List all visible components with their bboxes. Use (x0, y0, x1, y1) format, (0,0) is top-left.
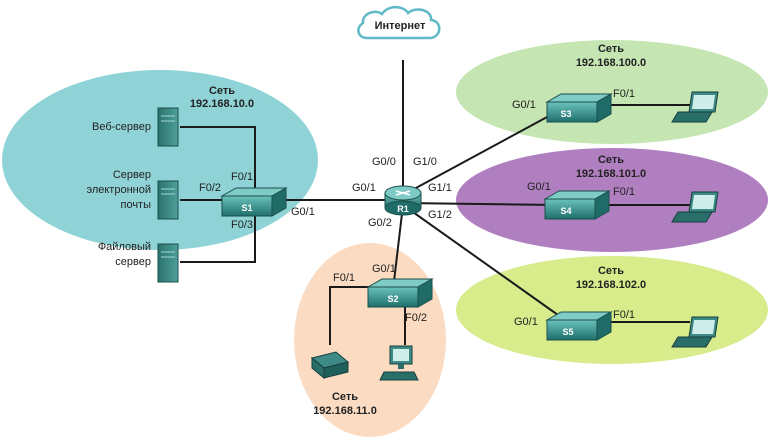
switch-s5: S5 (545, 311, 613, 341)
network-11-address: 192.168.11.0 (313, 405, 377, 417)
switch-s3: S3 (545, 93, 613, 123)
server-icon (157, 243, 179, 283)
link-s1-web-server (180, 126, 256, 192)
port-s1-g01: G0/1 (291, 206, 315, 218)
network-101-address: 192.168.101.0 (576, 168, 646, 180)
file-server-label-1: Файловый (98, 241, 151, 253)
network-102-address: 192.168.102.0 (576, 279, 646, 291)
switch-s1-label: S1 (241, 203, 252, 213)
link-r1-s2 (392, 204, 404, 291)
port-r1-g00: G0/0 (372, 156, 396, 168)
port-r1-g11: G1/1 (428, 182, 452, 194)
port-s4-f01: F0/1 (613, 186, 635, 198)
port-r1-g01: G0/1 (352, 182, 376, 194)
switch-s4: S4 (543, 190, 611, 220)
switch-s1: S1 (220, 187, 288, 217)
mail-server-label-2: электронной (86, 184, 151, 196)
laptop-s3 (671, 91, 719, 123)
port-s2-g01: G0/1 (372, 263, 396, 275)
link-s2-pc1 (329, 286, 375, 345)
port-labels: G0/0 G1/0 G0/1 G1/1 G1/2 G0/2 F0/1 F0/2 … (199, 88, 635, 328)
switch-s4-label: S4 (560, 206, 571, 216)
switch-s2: S2 (366, 278, 434, 308)
mail-server-label-1: Сервер (113, 169, 151, 181)
web-server: Веб-сервер (92, 107, 179, 147)
port-s1-f01: F0/1 (231, 171, 253, 183)
port-s3-f01: F0/1 (613, 88, 635, 100)
switch-s2-label: S2 (387, 294, 398, 304)
switch-s5-label: S5 (562, 327, 573, 337)
laptop-s5 (671, 316, 719, 348)
pc-desktop-s2 (379, 345, 419, 381)
router-r1: R1 (384, 185, 422, 216)
network-102-title: Сеть (598, 265, 624, 277)
port-s5-f01: F0/1 (613, 309, 635, 321)
port-s4-g01: G0/1 (527, 181, 551, 193)
server-icon (157, 107, 179, 147)
link-r1-s3 (402, 109, 561, 196)
port-r1-g02: G0/2 (368, 217, 392, 229)
network-area-192-168-101-0 (456, 148, 768, 252)
internet-cloud: Интернет (357, 5, 441, 40)
link-r1-s5 (402, 204, 566, 321)
router-r1-label: R1 (397, 204, 409, 214)
web-server-label: Веб-сервер (92, 121, 151, 133)
switch-s3-label: S3 (560, 109, 571, 119)
network-100-address: 192.168.100.0 (576, 57, 646, 69)
network-100-title: Сеть (598, 43, 624, 55)
port-r1-g10: G1/0 (413, 156, 437, 168)
network-101-title: Сеть (598, 154, 624, 166)
port-s2-f01: F0/1 (333, 272, 355, 284)
port-s1-f03: F0/3 (231, 219, 253, 231)
cloud-icon (357, 5, 441, 40)
mail-server: Сервер электронной почты (86, 169, 179, 220)
port-s2-f02: F0/2 (405, 312, 427, 324)
internet-label: Интернет (375, 20, 426, 32)
laptop-s4 (671, 191, 719, 223)
pc-printer-s2 (310, 351, 350, 380)
port-s1-f02: F0/2 (199, 182, 221, 194)
server-icon (157, 180, 179, 220)
port-r1-g12: G1/2 (428, 209, 452, 221)
file-server-label-2: сервер (115, 256, 151, 268)
port-s3-g01: G0/1 (512, 99, 536, 111)
link-s1-file-server (180, 210, 256, 263)
network-10-address: 192.168.10.0 (190, 98, 254, 110)
network-area-192-168-100-0 (456, 40, 768, 144)
link-r1-s4 (402, 202, 561, 206)
mail-server-label-3: почты (120, 199, 151, 211)
port-s5-g01: G0/1 (514, 316, 538, 328)
network-area-192-168-10-0 (2, 70, 318, 250)
file-server: Файловый сервер (98, 241, 179, 283)
network-10-title: Сеть (209, 85, 235, 97)
network-11-title: Сеть (332, 391, 358, 403)
